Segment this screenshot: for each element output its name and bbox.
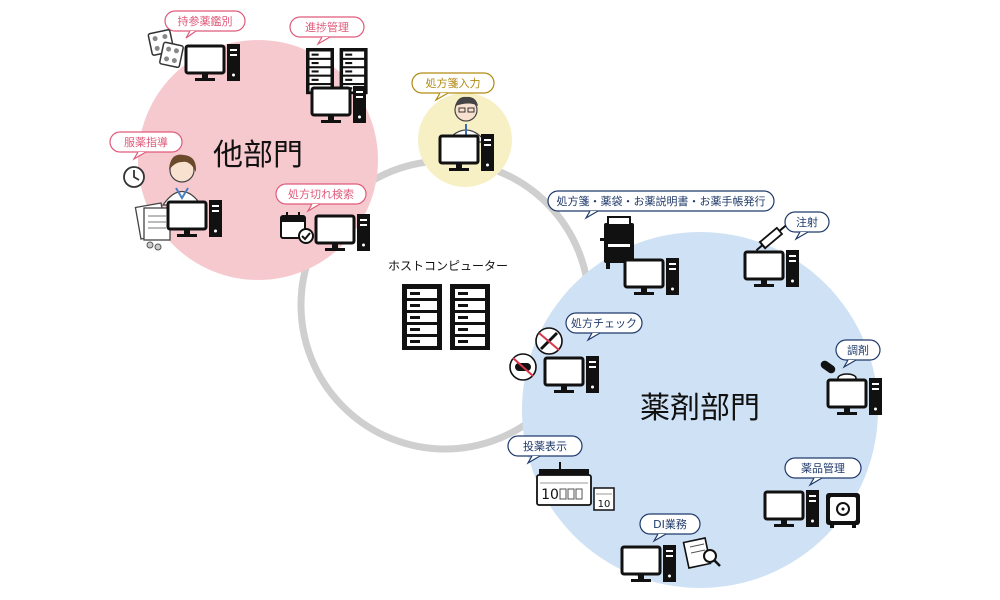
label-chozai: 調剤 (835, 339, 881, 369)
svg-text:処方チェック: 処方チェック (571, 316, 637, 330)
svg-text:注射: 注射 (796, 215, 818, 229)
clock-icon (123, 166, 145, 188)
label-shinchoku: 進捗管理 (289, 16, 365, 46)
svg-text:処方切れ検索: 処方切れ検索 (288, 187, 354, 201)
svg-text:DI業務: DI業務 (653, 517, 687, 531)
display-number-main: 10 (541, 487, 559, 503)
svg-text:調剤: 調剤 (847, 343, 869, 357)
label-hinkanri: 薬品管理 (784, 457, 862, 487)
svg-text:処方箋・薬袋・お薬説明書・お薬手帳発行: 処方箋・薬袋・お薬説明書・お薬手帳発行 (557, 194, 766, 208)
safe-icon (826, 493, 860, 528)
syringe-icon (755, 225, 787, 251)
document-search-icon (682, 537, 721, 569)
calendar-check-icon (280, 212, 314, 244)
no-injection-icon (535, 327, 563, 355)
svg-text:進捗管理: 進捗管理 (305, 20, 349, 34)
label-fukuyaku: 服薬指導 (109, 131, 183, 161)
pharmacy-dept-name: 薬剤部門 (640, 391, 760, 426)
printer-icon (600, 216, 634, 269)
host-server-icon (402, 284, 490, 350)
documents-icon (134, 202, 171, 251)
host-computer-label: ホストコンピューター (388, 259, 508, 273)
svg-text:薬品管理: 薬品管理 (801, 461, 845, 475)
label-shohosen-input: 処方箋入力 (411, 72, 495, 102)
label-kigiri: 処方切れ検索 (275, 183, 367, 213)
label-chusha: 注射 (784, 211, 830, 241)
svg-text:持参薬鑑別: 持参薬鑑別 (178, 14, 233, 28)
label-check: 処方チェック (565, 312, 643, 342)
label-hakko: 処方箋・薬袋・お薬説明書・お薬手帳発行 (547, 190, 775, 220)
svg-text:投薬表示: 投薬表示 (523, 439, 567, 453)
display-number-sub: 10 (598, 499, 611, 510)
number-display-icon: 10 (536, 462, 592, 506)
label-mochisan: 持参薬鑑別 (164, 10, 246, 39)
other-dept-name: 他部門 (213, 138, 303, 173)
svg-text:服薬指導: 服薬指導 (124, 135, 168, 149)
pill-sheet-icon (159, 41, 184, 69)
number-ticket-icon: 10 (593, 487, 615, 511)
svg-text:処方箋入力: 処方箋入力 (426, 76, 481, 90)
label-di: DI業務 (639, 513, 701, 543)
no-pill-icon (509, 353, 537, 381)
label-toyaku: 投薬表示 (507, 435, 583, 465)
